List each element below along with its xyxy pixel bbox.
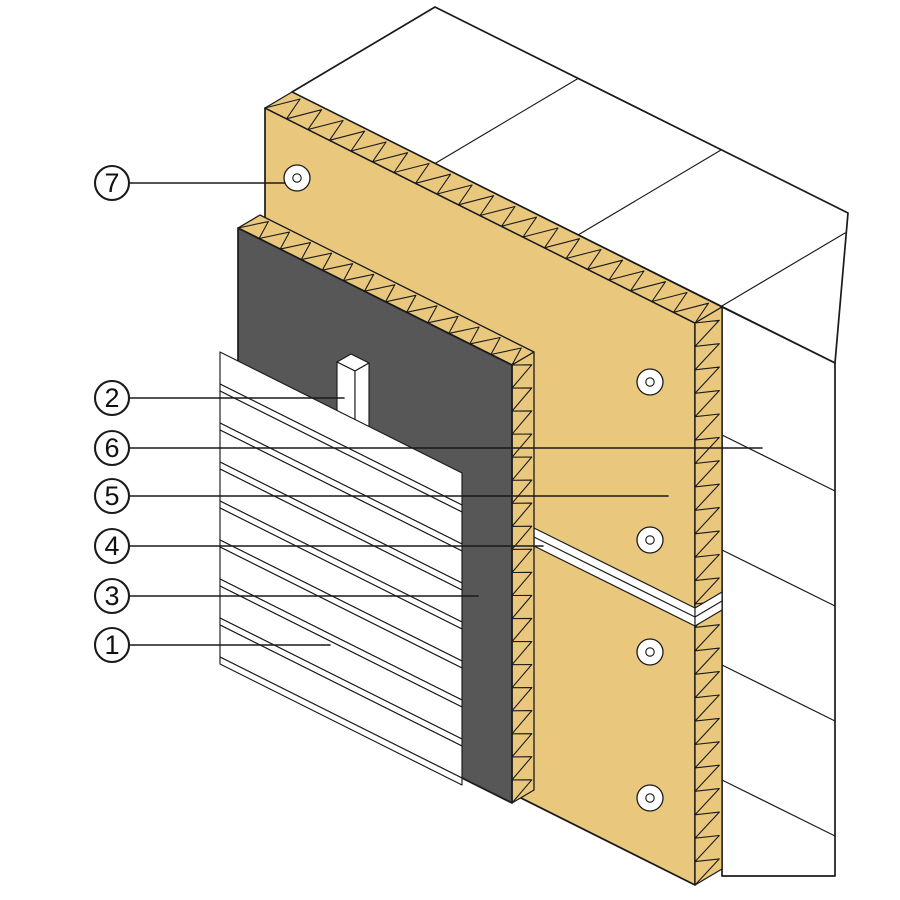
fixing-washer [283,164,311,192]
callout-circle-6 [93,429,131,467]
callout-label-3: 3 [104,581,119,611]
insulation-board-joint-line [533,536,696,618]
callout-3: 3 [93,577,479,615]
wall-top-joint-lines [434,77,846,308]
insulation-outer-hatch [237,221,533,804]
insulation-inner-hatch [264,98,720,886]
wall-block-joint-lines [721,434,836,837]
callout-2: 2 [93,379,345,417]
callout-circle-2 [93,379,131,417]
callout-7: 7 [93,164,286,202]
callout-label-7: 7 [104,168,119,198]
callout-circle-3 [93,577,131,615]
callouts: 7 2 6 5 4 [93,164,763,664]
fixing-washers [283,164,664,812]
callout-circle-1 [93,626,131,664]
callout-circle-7 [93,164,131,202]
insulation-hatch-zigzag [694,319,720,886]
callout-1: 1 [93,626,331,664]
fixing-washer [636,784,664,812]
insulation-hatch-zigzag [511,364,533,804]
callout-circle-5 [93,477,131,515]
insulation-board-joint-edge-line [694,600,723,618]
callout-circle-4 [93,527,131,565]
insulation-hatch-zigzag [264,98,710,324]
wall-front-face [721,306,836,877]
callout-4: 4 [93,527,544,565]
callout-6: 6 [93,429,763,467]
callout-5: 5 [93,477,669,515]
fixing-washer [636,638,664,666]
callout-label-5: 5 [104,481,119,511]
callout-label-6: 6 [104,433,119,463]
cladding-board-edge [219,656,463,786]
fixing-washer [636,368,664,396]
cladding-boards [219,351,463,786]
drawing-root: 7 2 6 5 4 [93,6,849,886]
callout-label-2: 2 [104,383,119,413]
callout-label-4: 4 [104,531,119,561]
fixing-washer [636,526,664,554]
insulation-hatch-zigzag [237,221,522,366]
callout-label-1: 1 [104,630,119,660]
